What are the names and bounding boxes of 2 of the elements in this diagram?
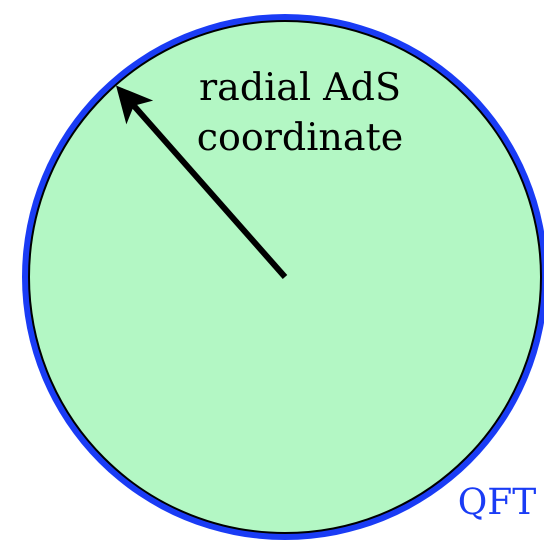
- axis-label: radial AdS coordinate: [196, 64, 404, 161]
- boundary-label: QFT: [456, 481, 538, 525]
